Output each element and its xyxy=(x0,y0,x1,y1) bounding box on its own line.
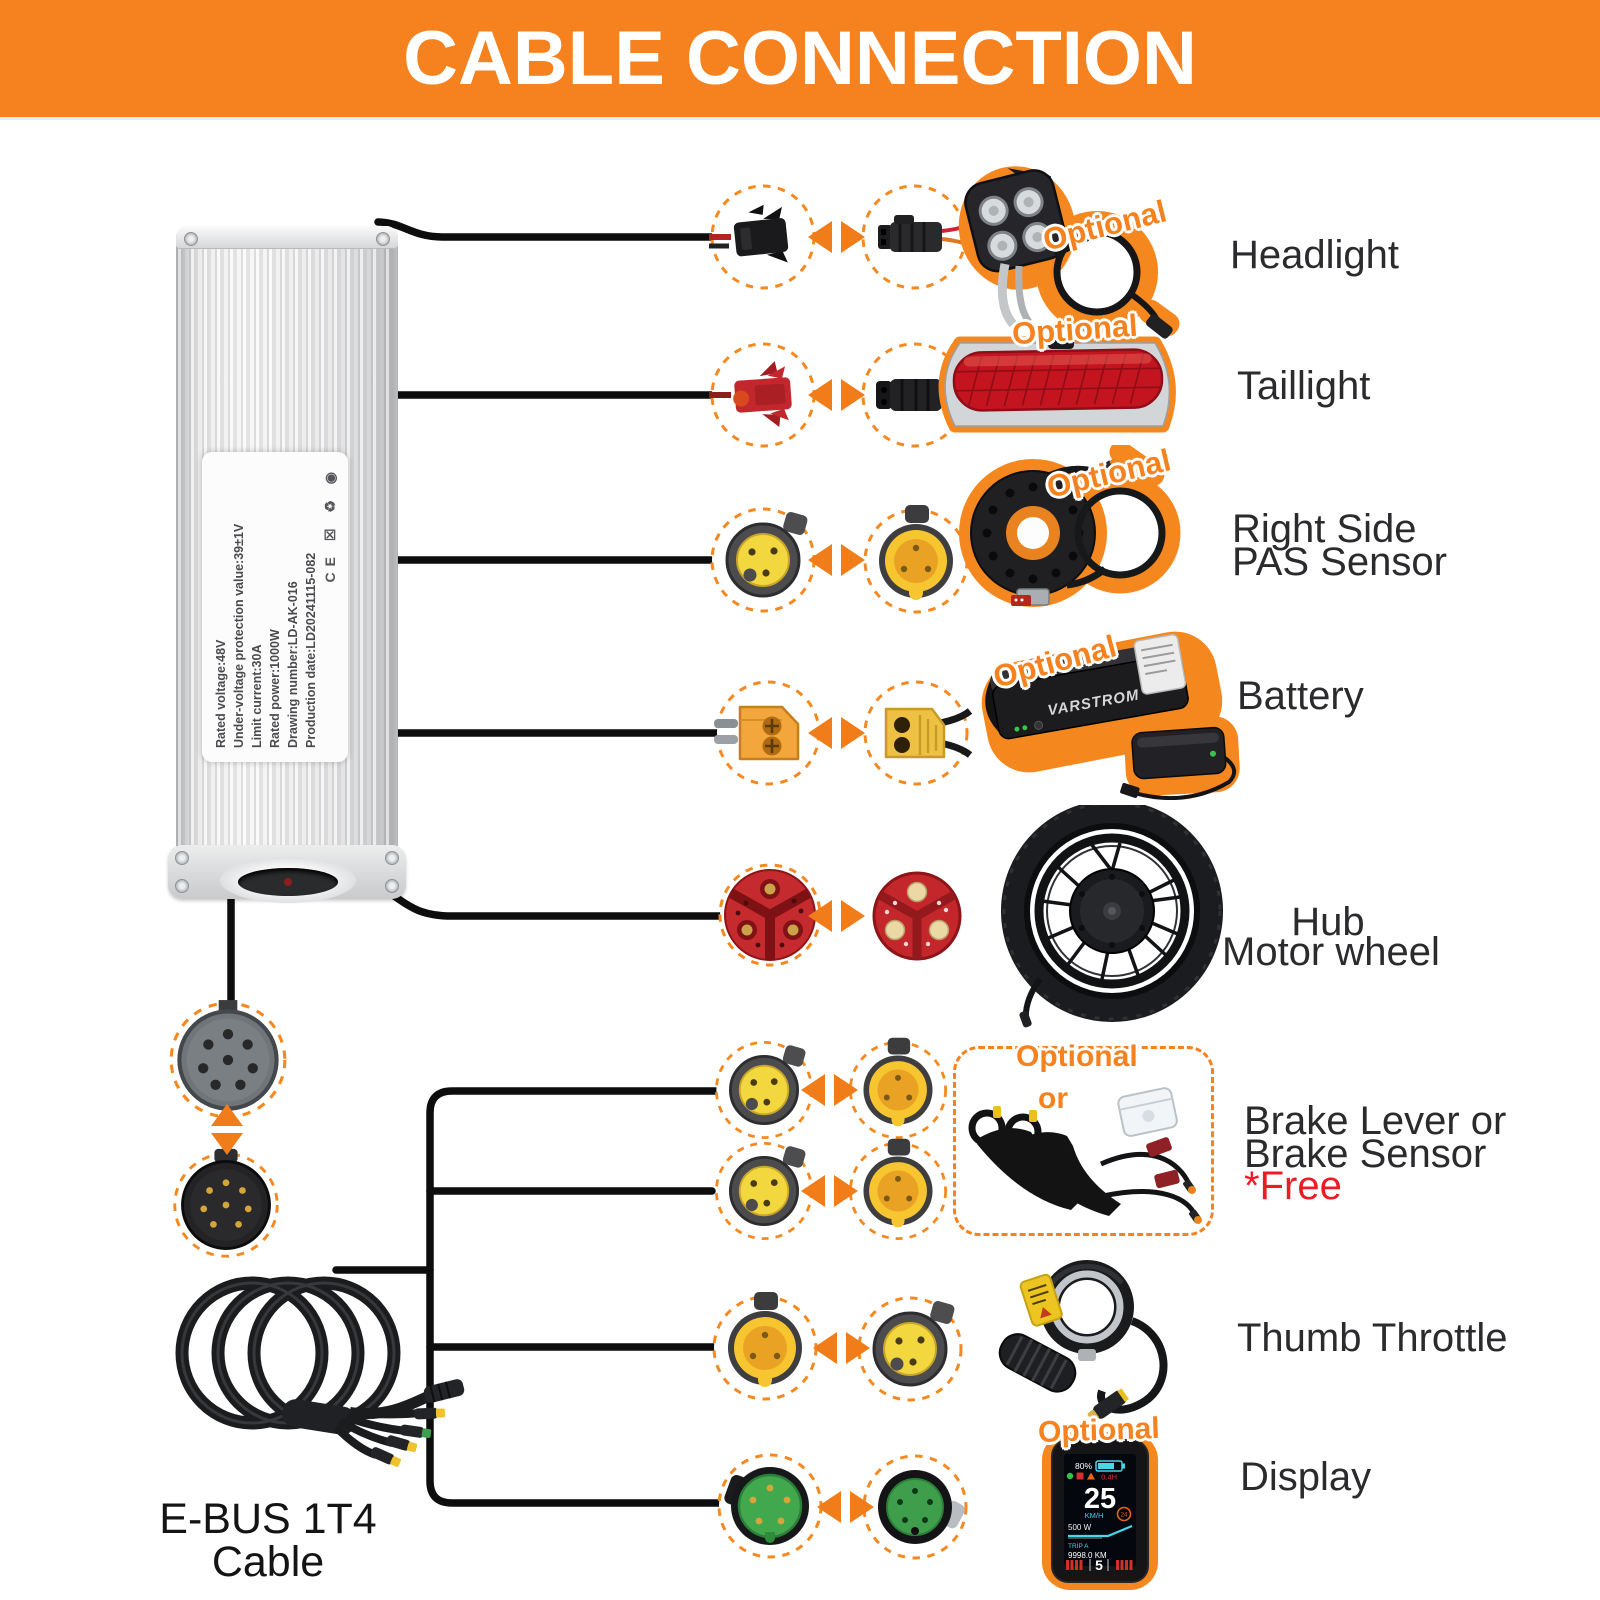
screen-battery-percent: 80% xyxy=(1075,1461,1092,1471)
taillight-connector-controller-icon xyxy=(703,335,823,455)
screen-speed-unit: KM/H xyxy=(1085,1511,1104,1520)
header-bar: CABLE CONNECTION xyxy=(0,0,1600,117)
ebus-1t4-cable-image xyxy=(175,1276,465,1467)
hub-label-line1: Hub xyxy=(1291,900,1365,944)
headlight-connector-controller-icon xyxy=(703,177,823,297)
wire-headlight xyxy=(374,218,742,241)
or-badge-brake: or xyxy=(1038,1082,1068,1115)
display-image: 80% 0.4H 25 KM/H 24 500 W TRIP A 9998.0 … xyxy=(1042,1432,1158,1590)
screen-assist-level: 5 xyxy=(1095,1557,1103,1573)
pas-sensor-image xyxy=(959,445,1181,607)
screen-speed-limit: 24 xyxy=(1121,1513,1128,1519)
brake-options-box xyxy=(953,1046,1214,1236)
battery-connector-device-icon xyxy=(856,673,976,793)
display-label: Display xyxy=(1240,1455,1372,1499)
pas-label-line2: PAS Sensor xyxy=(1232,540,1447,584)
brake-lever-sensor-image xyxy=(968,1087,1202,1224)
wire-ebus-trunk xyxy=(426,1087,726,1507)
screen-speed: 25 xyxy=(1084,1483,1116,1515)
connect-arrows-brake1-icon xyxy=(801,1074,858,1106)
screen-power-graph xyxy=(1068,1524,1133,1538)
thumb-throttle-image xyxy=(998,1260,1168,1423)
connect-arrows-battery-icon xyxy=(808,717,865,749)
ebus-cable-label: E-BUS 1T4 Cable xyxy=(159,1495,377,1586)
spec-rated-voltage: Rated voltage:48V xyxy=(214,639,228,748)
brake-free-note: *Free xyxy=(1244,1164,1342,1208)
screen-trip-value: 9998.0 KM xyxy=(1068,1551,1107,1560)
optional-badge-display: Optional xyxy=(1037,1411,1161,1450)
screen-warning-icon xyxy=(1087,1472,1095,1480)
screen-power: 500 W xyxy=(1068,1523,1092,1532)
connect-arrows-headlight-icon xyxy=(808,221,865,253)
brake-label-line2: Brake Sensor xyxy=(1244,1132,1487,1176)
connect-arrows-throttle-icon xyxy=(813,1332,870,1364)
wire-hub-motor xyxy=(366,882,746,920)
hub-label-line2: Motor wheel xyxy=(1222,930,1440,974)
screen-trip-label: TRIP A xyxy=(1068,1543,1089,1550)
spec-production-date: Production date:LD20241115-082 xyxy=(304,552,318,748)
spec-undervoltage: Under-voltage protection value:39±1V xyxy=(232,523,246,748)
page-title: CABLE CONNECTION xyxy=(403,16,1197,101)
optional-badge-brake: Optional xyxy=(1016,1040,1138,1073)
spec-limit-current: Limit current:30A xyxy=(250,644,264,749)
display-connector-controller-icon xyxy=(710,1446,830,1566)
motor-connector-device-icon xyxy=(857,856,977,976)
controller-spec-label: Rated voltage:48V Under-voltage protecti… xyxy=(202,452,348,762)
brake-label-line1: Brake Lever or xyxy=(1244,1099,1507,1143)
connect-arrows-brake2-icon xyxy=(801,1175,858,1207)
taillight-label: Taillight xyxy=(1237,364,1371,408)
header-divider xyxy=(0,117,1600,120)
headlight-label: Headlight xyxy=(1230,233,1400,277)
throttle-connector-controller-icon xyxy=(705,1288,825,1408)
brake2-connector-device-icon xyxy=(842,1135,954,1247)
hub-motor-wheel-image xyxy=(1001,805,1223,1028)
controller-cable-gland xyxy=(238,868,338,896)
battery-image: VARSTROM xyxy=(981,631,1240,800)
pas-label-line1: Right Side xyxy=(1232,507,1417,551)
battery-label: Battery xyxy=(1237,674,1364,718)
certification-marks: CE ☒ ♻ ◉ xyxy=(322,466,338,583)
throttle-label: Thumb Throttle xyxy=(1237,1316,1508,1360)
screen-speed-limit-icon xyxy=(1116,1506,1132,1522)
connect-arrows-pas-icon xyxy=(808,544,865,576)
taillight-image xyxy=(938,335,1176,433)
swap-arrows-ebus-icon xyxy=(211,1104,243,1155)
headlight-image xyxy=(958,166,1180,339)
connect-arrows-motor-icon xyxy=(808,900,865,932)
brake1-connector-device-icon xyxy=(842,1034,954,1146)
connect-arrows-display-icon xyxy=(817,1491,874,1523)
pas-connector-controller-icon xyxy=(703,500,823,620)
screen-status-red-icon xyxy=(1076,1472,1084,1480)
controller-top-cap xyxy=(176,226,398,249)
spec-rated-power: Rated power:1000W xyxy=(268,629,282,748)
screen-assist-bars xyxy=(1066,1560,1133,1570)
connect-arrows-taillight-icon xyxy=(808,379,865,411)
screen-time: 0.4H xyxy=(1101,1473,1117,1482)
screen-status-green-icon xyxy=(1066,1472,1074,1480)
spec-drawing-number: Drawing number:LD-AK-016 xyxy=(286,581,300,748)
